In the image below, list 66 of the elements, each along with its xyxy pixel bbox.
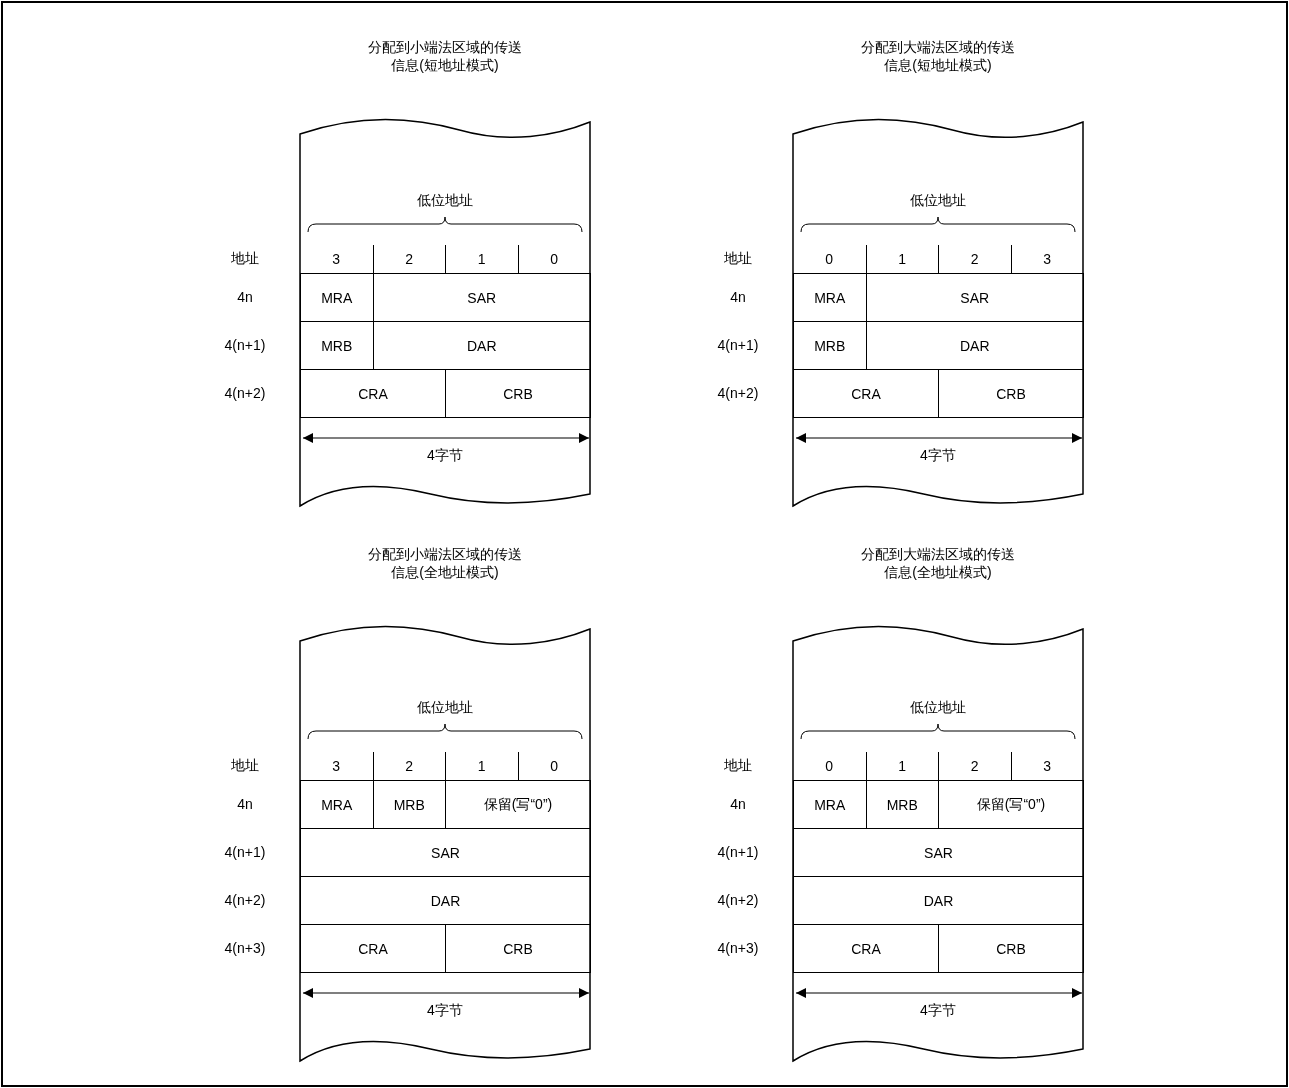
address-label: 4n (729, 795, 747, 814)
byte-offset: 3 (1010, 752, 1083, 780)
panel-heading: 分配到小端法区域的传送信息(全地址模式) (367, 545, 523, 581)
byte-offset: 1 (445, 752, 518, 780)
byte-offset: 1 (445, 245, 518, 273)
register-field: SAR (300, 828, 591, 877)
address-label: 4(n+1) (716, 843, 760, 862)
register-field: MRA (300, 780, 374, 829)
panel-heading: 分配到大端法区域的传送信息(短地址模式) (860, 38, 1016, 74)
register-field: SAR (793, 828, 1084, 877)
register-field: MRA (300, 273, 374, 322)
address-label: 4(n+2) (716, 384, 760, 403)
byte-offset: 1 (865, 245, 938, 273)
address-label: 4(n+1) (716, 336, 760, 355)
byte-offset: 2 (938, 752, 1011, 780)
brace-label: 低位地址 (909, 191, 967, 209)
byte-offset: 3 (331, 757, 342, 776)
register-field: SAR (865, 273, 1084, 322)
address-label: 地址 (723, 249, 753, 268)
byte-offset: 0 (824, 757, 835, 776)
address-label: 4(n+3) (223, 939, 267, 958)
byte-offset: 3 (331, 250, 342, 269)
address-label: 4n (236, 795, 254, 814)
register-field: DAR (300, 876, 591, 925)
address-label: 4(n+3) (716, 939, 760, 958)
register-field: CRB (445, 924, 591, 973)
register-field: MRA (793, 273, 867, 322)
register-field: MRA (793, 780, 867, 829)
address-label: 4(n+2) (716, 891, 760, 910)
register-field: CRB (445, 369, 591, 418)
byte-offset: 1 (865, 752, 938, 780)
address-label: 4(n+2) (223, 384, 267, 403)
address-label: 地址 (230, 756, 260, 775)
register-field: 保留(写“0”) (445, 780, 591, 829)
register-field: CRB (938, 924, 1084, 973)
byte-offset: 0 (824, 250, 835, 269)
register-field: CRB (938, 369, 1084, 418)
address-label: 地址 (230, 249, 260, 268)
byte-offset: 2 (938, 245, 1011, 273)
brace-label: 低位地址 (909, 698, 967, 716)
byte-offset: 0 (517, 752, 590, 780)
register-field: SAR (372, 273, 591, 322)
byte-offset: 2 (372, 245, 445, 273)
dimension-label: 4字节 (919, 446, 957, 464)
byte-offset: 0 (517, 245, 590, 273)
dimension-label: 4字节 (426, 446, 464, 464)
register-field: CRA (300, 924, 446, 973)
brace-label: 低位地址 (416, 191, 474, 209)
dimension-label: 4字节 (919, 1001, 957, 1019)
dimension-label: 4字节 (426, 1001, 464, 1019)
brace-label: 低位地址 (416, 698, 474, 716)
byte-offset: 3 (1010, 245, 1083, 273)
address-label: 地址 (723, 756, 753, 775)
address-label: 4n (236, 288, 254, 307)
register-field: DAR (793, 876, 1084, 925)
register-field: CRA (300, 369, 446, 418)
panel-heading: 分配到大端法区域的传送信息(全地址模式) (860, 545, 1016, 581)
address-label: 4n (729, 288, 747, 307)
register-field: CRA (793, 924, 939, 973)
register-field: CRA (793, 369, 939, 418)
byte-offset: 2 (372, 752, 445, 780)
register-field: 保留(写“0”) (938, 780, 1084, 829)
address-label: 4(n+1) (223, 336, 267, 355)
address-label: 4(n+1) (223, 843, 267, 862)
panel-heading: 分配到小端法区域的传送信息(短地址模式) (367, 38, 523, 74)
address-label: 4(n+2) (223, 891, 267, 910)
